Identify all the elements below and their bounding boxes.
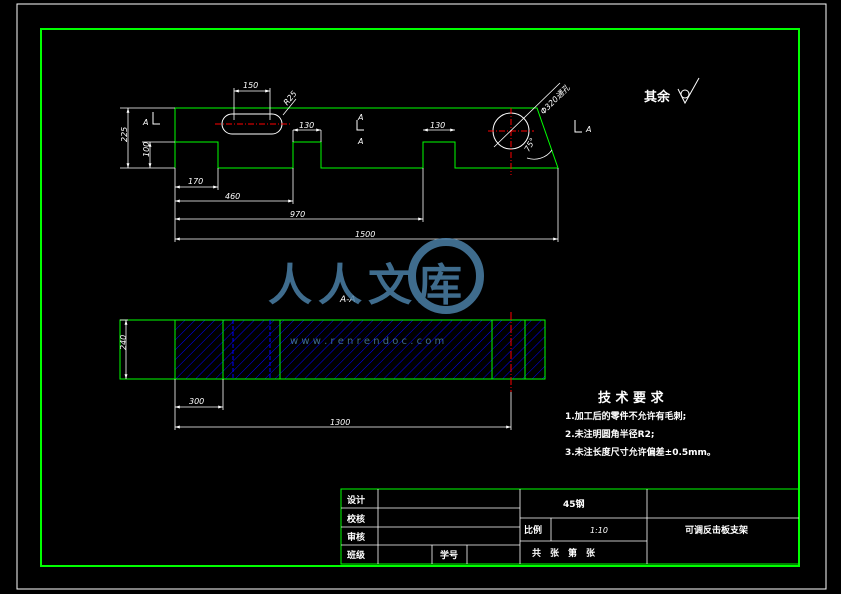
section-outline [174, 319, 546, 380]
tb-scale-value: 1:10 [590, 526, 608, 535]
tb-check: 校核 [347, 513, 365, 525]
section-title: A-A [339, 295, 356, 305]
dim-240: 240 [119, 335, 128, 350]
part-outline-top [174, 107, 559, 169]
tb-scale-label: 比例 [524, 524, 542, 536]
tb-part-name: 可调反击板支架 [685, 524, 748, 536]
dim-1500: 1500 [355, 230, 375, 239]
section-mark-mid-top: A [357, 113, 363, 122]
section-end-block [119, 319, 176, 380]
dim-170: 170 [188, 177, 203, 186]
tech-item: 3.未注长度尺寸允许偏差±0.5mm。 [565, 446, 716, 458]
dim-r25: R25 [282, 89, 299, 107]
watermark: 人人文库 w w w . r e n r e n d o c . c o m [268, 238, 484, 347]
dim-angle-75: 75° [523, 136, 538, 153]
dim-130-b: 130 [430, 121, 445, 130]
tech-item: 1.加工后的零件不允许有毛刺; [565, 410, 686, 422]
tb-sheets: 共 张 第 张 [532, 547, 596, 559]
inner-border [40, 28, 800, 567]
dim-1300: 1300 [330, 418, 350, 427]
section-hatch [175, 320, 545, 379]
outer-border [16, 3, 827, 590]
tech-item: 2.未注明圆角半径R2; [565, 428, 654, 440]
tb-material: 45钢 [563, 498, 585, 510]
section-mark-mid-bottom: A [357, 137, 363, 146]
tech-title: 技 术 要 求 [598, 390, 665, 406]
section-mark-left: A [142, 118, 148, 127]
dim-300: 300 [189, 397, 204, 406]
section-view: A-A 240 300 1300 [119, 295, 546, 430]
watermark-text: 人人文库 [268, 260, 468, 311]
top-view: A A A A [120, 77, 700, 242]
dim-460: 460 [225, 192, 240, 201]
dim-130-a: 130 [299, 121, 314, 130]
section-mark-right: A [585, 125, 591, 134]
roughness-symbol-icon [677, 77, 700, 105]
dim-150: 150 [243, 81, 258, 90]
tb-class: 班级 [347, 549, 366, 561]
watermark-logo-icon [408, 238, 484, 314]
dim-225: 225 [120, 127, 129, 142]
roughness-label: 其余 [644, 89, 671, 105]
dim-100: 100 [142, 142, 151, 157]
title-block: 设计 校核 审核 班级 学号 45钢 比例 1:10 可调反击板支架 共 张 第… [340, 488, 800, 565]
tb-design: 设计 [347, 494, 365, 506]
tb-review: 审核 [347, 531, 365, 543]
tb-student-id: 学号 [440, 549, 458, 561]
watermark-url: w w w . r e n r e n d o c . c o m [290, 336, 444, 347]
tech-requirements: 技 术 要 求 1.加工后的零件不允许有毛刺; 2.未注明圆角半径R2; 3.未… [565, 390, 716, 458]
dim-970: 970 [290, 210, 305, 219]
